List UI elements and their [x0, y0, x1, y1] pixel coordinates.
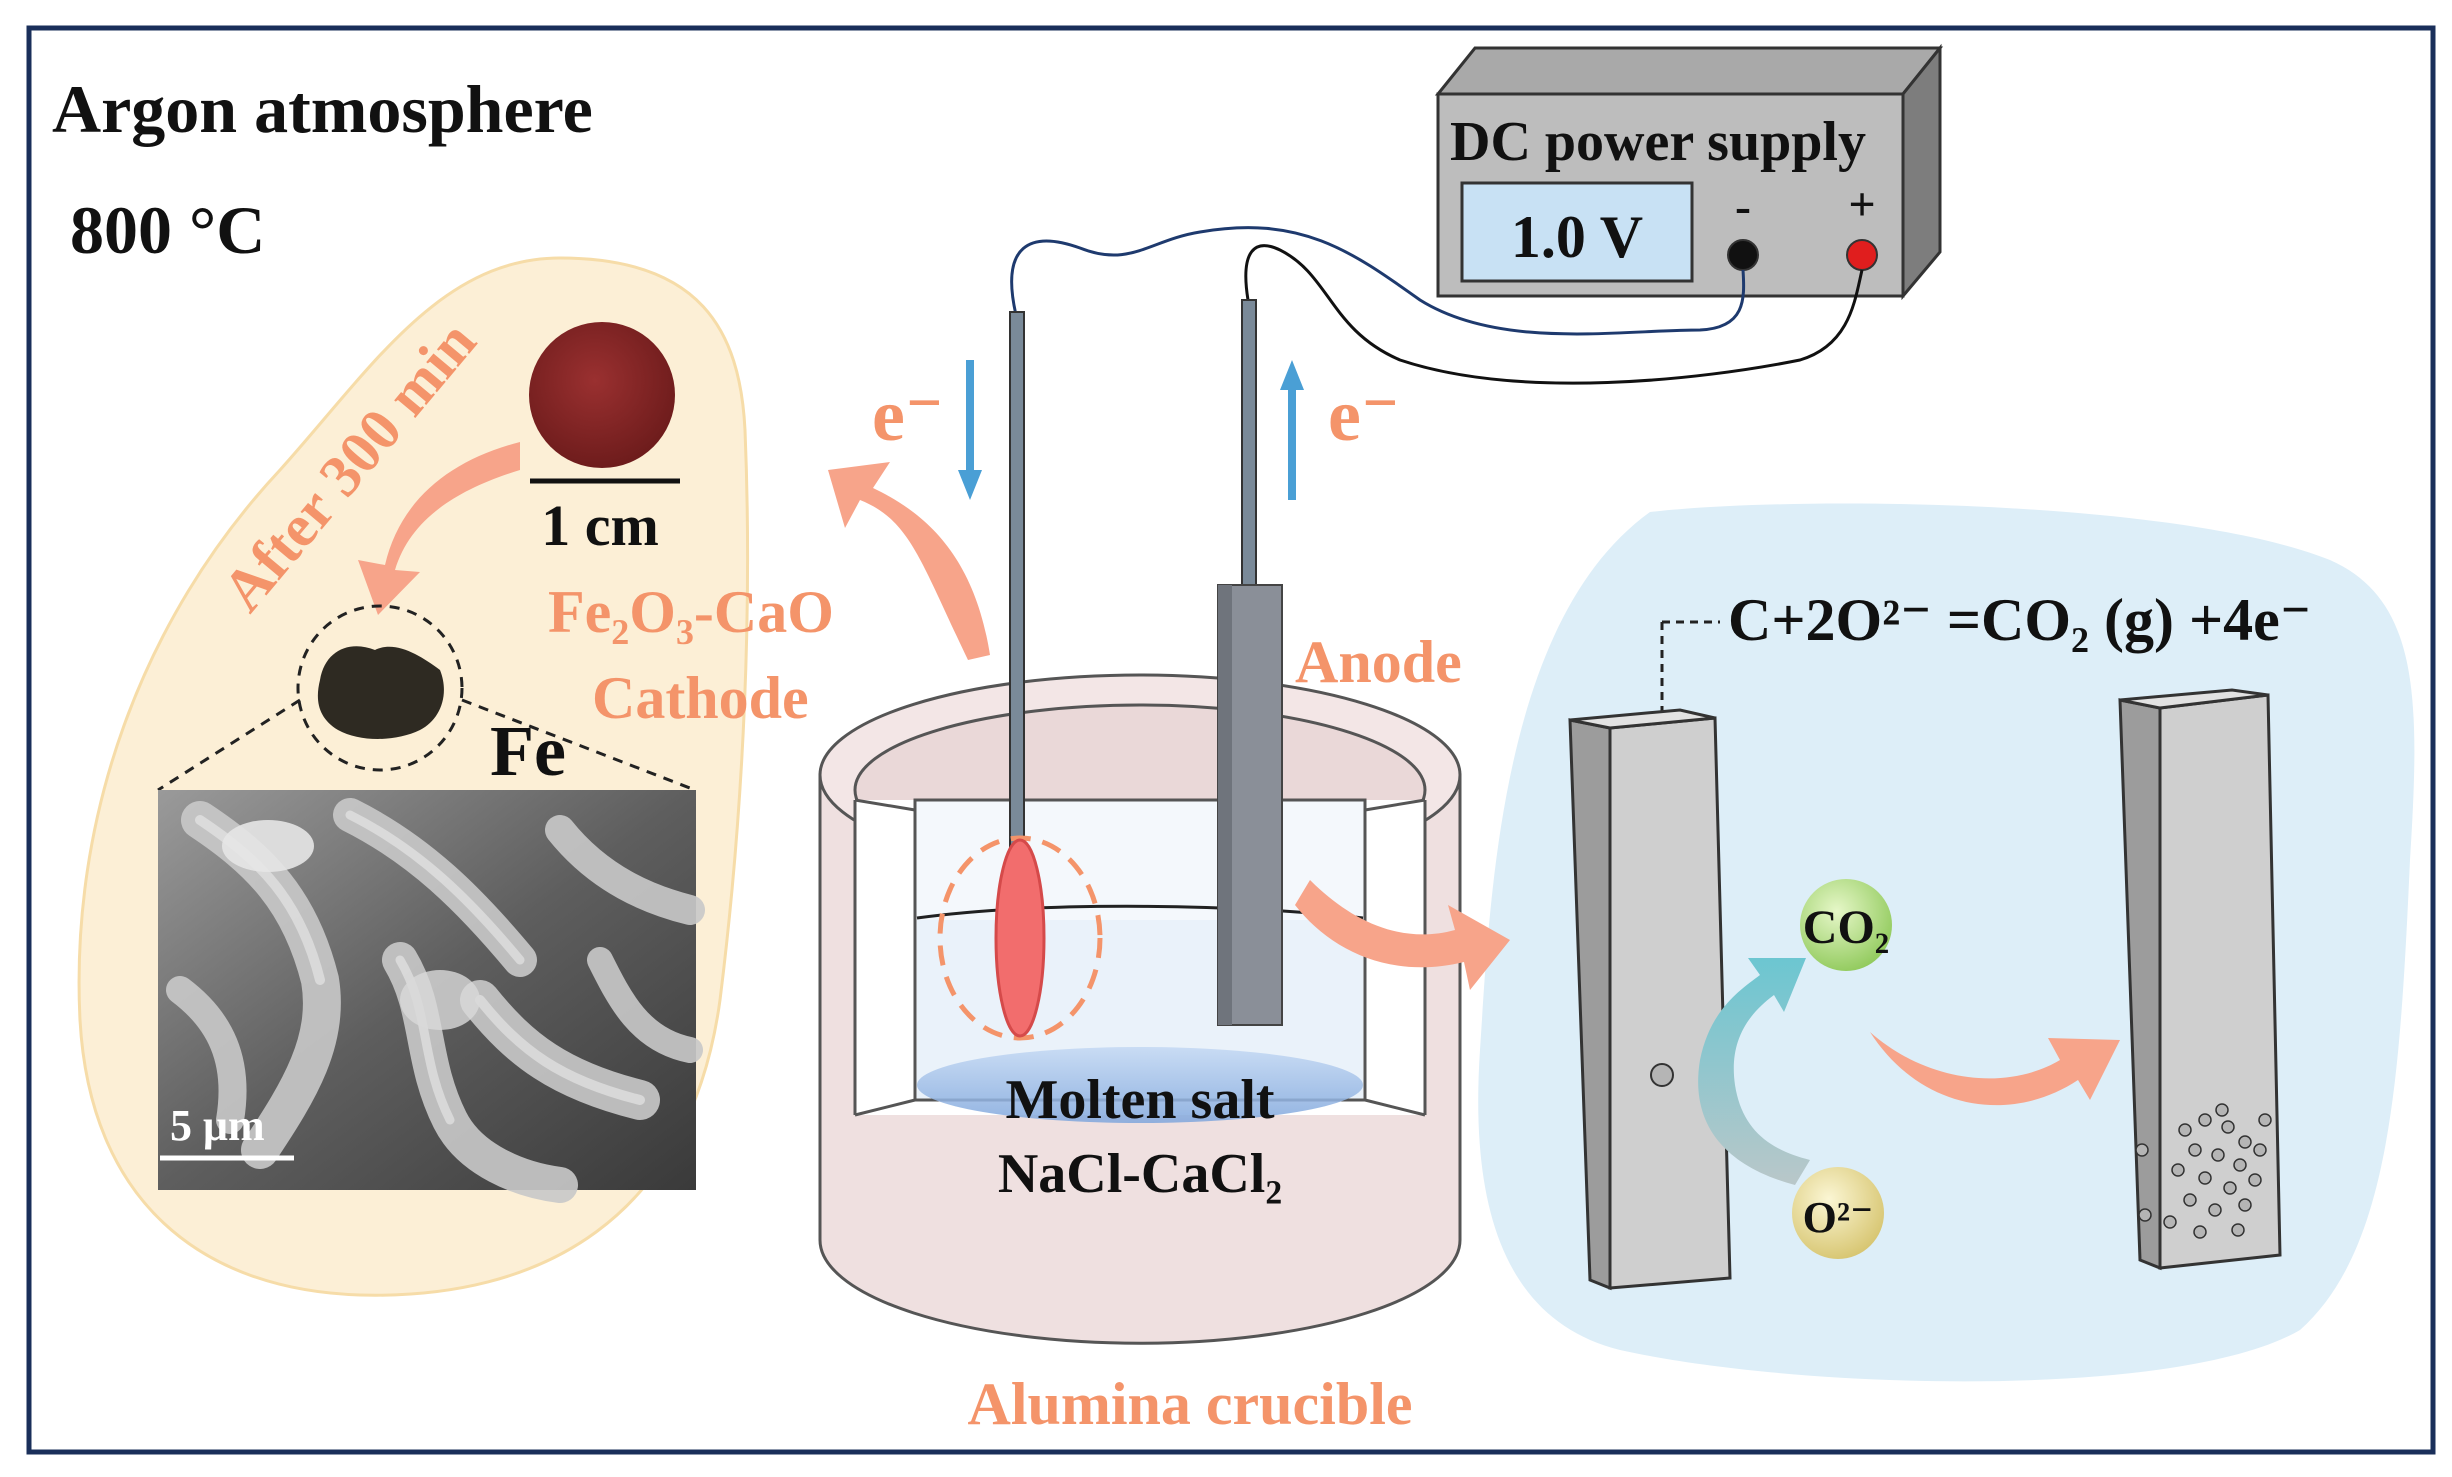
- voltage-display: [1460, 181, 1694, 283]
- cathode-curved-arrow: [828, 462, 990, 660]
- atmosphere-label: Argon atmosphere: [52, 71, 593, 147]
- sem-micrograph: [158, 790, 705, 1203]
- reaction-equation: C+2O²⁻ =CO₂ (g) +4e⁻: [1728, 587, 2311, 653]
- electron-label-left: e⁻: [872, 375, 944, 457]
- oxide-ion-bubble: [1792, 1167, 1884, 1259]
- power-supply-label: DC power supply: [1450, 111, 1866, 173]
- scale-cm-label: 1 cm: [541, 493, 659, 558]
- anode: [1217, 299, 1283, 1026]
- fe2o3-pellet: [529, 322, 675, 468]
- cathode: [937, 311, 1103, 1041]
- anode-to-detail-arrow: [1295, 880, 1510, 990]
- product-outline: [296, 604, 464, 772]
- cathode-wire: [1010, 226, 1746, 336]
- alumina-crucible: [818, 673, 1462, 1345]
- crucible-label: Alumina crucible: [968, 1371, 1413, 1437]
- zoom-line-right: [461, 698, 696, 792]
- electron-arrow-up: [1280, 360, 1304, 500]
- cathode-label-line1: Fe₂O₃-CaO: [548, 579, 834, 645]
- electron-label-right: e⁻: [1328, 375, 1400, 457]
- electrolyte-label: NaCl-CaCl₂: [998, 1143, 1282, 1205]
- product-label: Fe: [490, 711, 566, 791]
- oxide-to-co2-arrow: [1698, 958, 1810, 1185]
- reaction-site-dot: [1650, 1063, 1674, 1087]
- electron-arrow-down: [958, 360, 982, 500]
- anode-plate-after: [2118, 688, 2282, 1271]
- scale-um-label: 5 μm: [170, 1101, 265, 1150]
- dc-power-supply: [1434, 43, 1944, 301]
- iron-product-chunk: [317, 646, 444, 739]
- negative-sign: -: [1735, 180, 1751, 233]
- carbon-pits: [2163, 1103, 2272, 1239]
- voltage-value: 1.0 V: [1511, 204, 1643, 270]
- positive-sign: +: [1848, 178, 1875, 231]
- negative-terminal: [1727, 239, 1759, 271]
- plate-transition-arrow: [1870, 1032, 2120, 1106]
- co2-bubble: [1800, 879, 1892, 971]
- reduction-arrow: [358, 442, 520, 615]
- anode-plate-before: [1568, 708, 1732, 1291]
- anode-label: Anode: [1295, 629, 1462, 695]
- temperature-label: 800 °C: [70, 192, 265, 268]
- positive-terminal: [1846, 239, 1878, 271]
- cathode-label-line2: Cathode: [592, 665, 809, 731]
- molten-salt-label: Molten salt: [1005, 1069, 1274, 1131]
- co2-label: CO₂: [1803, 901, 1889, 954]
- oxide-ion-label: O²⁻: [1803, 1193, 1874, 1242]
- anode-wire: [1244, 244, 1864, 385]
